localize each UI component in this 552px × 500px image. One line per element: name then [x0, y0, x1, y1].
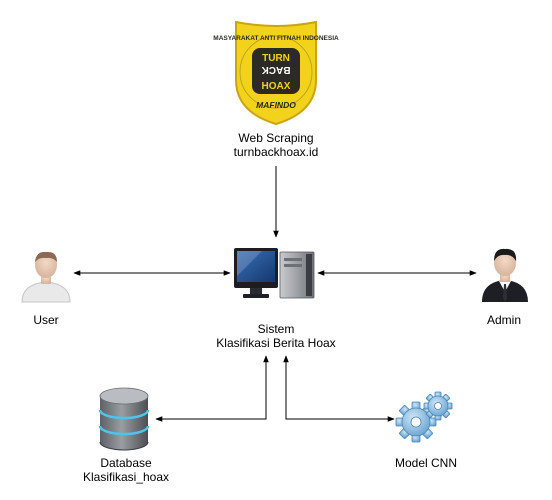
logo-ring-text: MASYARAKAT ANTI FITNAH INDONESIA: [213, 35, 339, 42]
web-scraping-source: turnbackhoax.id: [233, 145, 319, 159]
system-subtitle: Klasifikasi Berita Hoax: [216, 336, 336, 350]
logo-line-back: BACK: [261, 64, 291, 75]
database-icon: [98, 387, 150, 451]
database-title: Database: [100, 456, 152, 470]
user-label: User: [33, 313, 59, 327]
system-title: Sistem: [257, 322, 295, 336]
web-scraping-title: Web Scraping: [238, 131, 314, 145]
logo-org: MAFINDO: [256, 100, 296, 110]
edge-model-system: [283, 355, 395, 422]
web-scraping-label: Web Scraping turnbackhoax.id: [196, 131, 356, 159]
logo-line-turn: TURN: [262, 53, 290, 64]
gears-icon: [395, 391, 453, 443]
admin-label: Admin: [486, 313, 521, 327]
model-cnn-label: Model CNN: [394, 456, 457, 470]
mafindo-logo: MASYARAKAT ANTI FITNAH INDONESIA TURN BA…: [213, 20, 339, 126]
user-avatar-icon: [21, 251, 71, 303]
edge-database-system: [155, 355, 269, 422]
database-name: Klasifikasi_hoax: [82, 470, 170, 484]
database-label: Database Klasifikasi_hoax: [56, 456, 196, 484]
admin-avatar-icon: [482, 248, 528, 302]
computer-icon: [234, 248, 315, 299]
logo-line-hoax: HOAX: [262, 81, 291, 92]
system-label: Sistem Klasifikasi Berita Hoax: [196, 322, 356, 350]
